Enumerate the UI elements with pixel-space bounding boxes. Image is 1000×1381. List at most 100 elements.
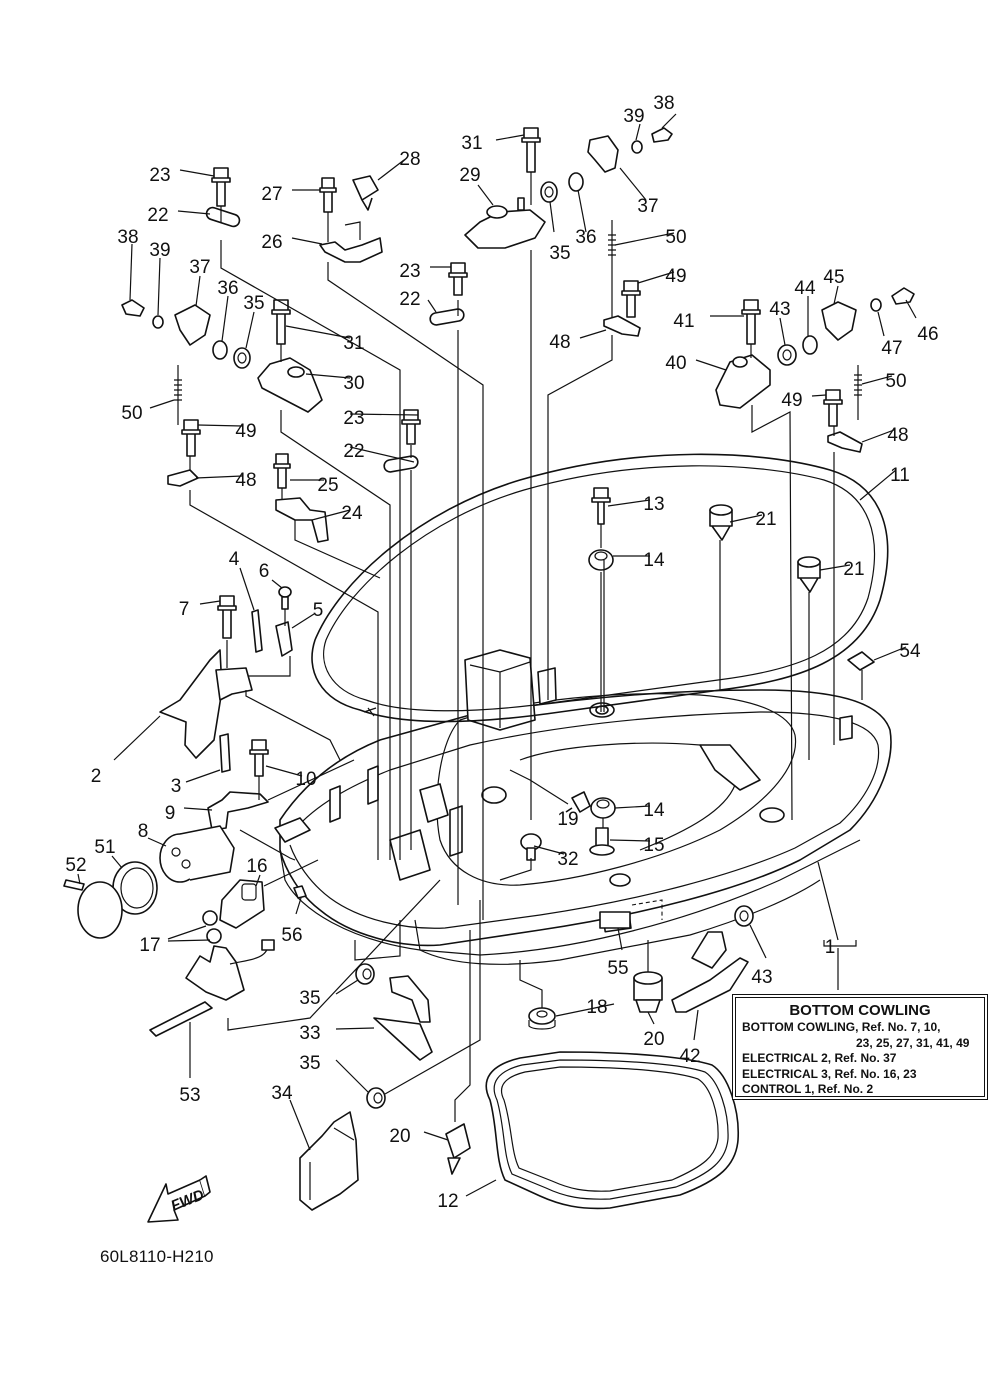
- callout-ref-20: 20: [389, 1126, 410, 1147]
- callout-ref-32: 32: [557, 849, 578, 870]
- callout-ref-39: 39: [149, 240, 170, 261]
- spring-50-c: [854, 365, 862, 420]
- callout-ref-26: 26: [261, 232, 282, 253]
- spring-50-b: [174, 365, 182, 425]
- clip-28: [352, 175, 379, 211]
- callout-ref-23: 23: [399, 261, 420, 282]
- bolt-23-a: [211, 167, 231, 207]
- grommet-35-a: [540, 181, 558, 203]
- callout-ref-21: 21: [843, 559, 864, 580]
- callout-ref-36: 36: [575, 227, 596, 248]
- callout-ref-48: 48: [235, 470, 256, 491]
- callout-ref-43: 43: [751, 967, 772, 988]
- collar-15: [589, 827, 615, 856]
- callout-ref-35: 35: [549, 243, 570, 264]
- washer-47: [870, 298, 882, 312]
- handle-2: [159, 649, 253, 759]
- bolt-23-b: [448, 262, 468, 296]
- plate-48-c: [827, 431, 863, 453]
- seal-part-12: [485, 1051, 739, 1210]
- plate-48-a: [603, 315, 641, 337]
- callout-ref-50: 50: [885, 371, 906, 392]
- callout-ref-9: 9: [165, 803, 176, 824]
- spring-50-a: [608, 220, 616, 280]
- screw-38-a: [651, 127, 673, 143]
- collar-36-b: [212, 340, 228, 360]
- callout-ref-8: 8: [138, 821, 149, 842]
- holder-53: [149, 939, 275, 1037]
- plate-22-b: [429, 308, 465, 326]
- lever-45: [821, 301, 857, 341]
- callout-ref-47: 47: [881, 338, 902, 359]
- callout-ref-7: 7: [179, 599, 190, 620]
- band-52: [63, 879, 123, 939]
- callout-ref-30: 30: [343, 373, 364, 394]
- callout-ref-35: 35: [299, 1053, 320, 1074]
- callout-ref-24: 24: [341, 503, 363, 524]
- callout-ref-15: 15: [643, 835, 664, 856]
- callout-ref-5: 5: [313, 600, 324, 621]
- strip-4: [251, 609, 263, 653]
- callout-ref-29: 29: [459, 165, 480, 186]
- bolt-13: [591, 487, 611, 525]
- strip-3: [219, 733, 231, 773]
- bolt-49-b: [181, 419, 201, 457]
- callout-ref-22: 22: [147, 205, 168, 226]
- callout-ref-37: 37: [637, 196, 658, 217]
- callout-ref-36: 36: [217, 278, 238, 299]
- bolt-41: [741, 299, 761, 345]
- assembly-guide-lines: [189, 172, 863, 1122]
- plate-22-a: [205, 206, 241, 228]
- callout-ref-49: 49: [235, 421, 256, 442]
- callout-ref-44: 44: [794, 278, 816, 299]
- callout-ref-35: 35: [299, 988, 320, 1009]
- callout-ref-45: 45: [823, 267, 844, 288]
- bottom-cowling-part-1: [274, 649, 892, 965]
- callout-ref-50: 50: [121, 403, 142, 424]
- screw-38-b: [121, 299, 145, 317]
- callout-ref-28: 28: [399, 149, 420, 170]
- callout-ref-31: 31: [343, 333, 364, 354]
- holder-30: [257, 357, 323, 413]
- bolt-27: [319, 177, 337, 213]
- callout-ref-49: 49: [665, 266, 686, 287]
- callout-ref-21: 21: [755, 509, 776, 530]
- callout-ref-1: 1: [825, 937, 836, 958]
- lever-33: [373, 975, 433, 1061]
- callout-ref-13: 13: [643, 494, 664, 515]
- callout-ref-55: 55: [607, 958, 628, 979]
- grommet-21-a: [709, 504, 733, 541]
- legend-line: ELECTRICAL 2, Ref. No. 37: [742, 1051, 897, 1065]
- grommet-20-a: [633, 971, 663, 1013]
- bolt-10: [249, 739, 269, 777]
- callout-ref-43: 43: [769, 299, 790, 320]
- plate-22-c: [383, 455, 419, 473]
- plate-48-b: [167, 469, 199, 487]
- callout-ref-31: 31: [461, 133, 482, 154]
- bolt-7: [217, 595, 237, 639]
- bolt-49-a: [621, 280, 641, 318]
- grommet-43-a: [777, 344, 797, 366]
- callout-ref-49: 49: [781, 390, 802, 411]
- label-55: [599, 911, 631, 929]
- callout-ref-12: 12: [437, 1191, 458, 1212]
- callout-ref-18: 18: [586, 997, 607, 1018]
- callout-ref-34: 34: [271, 1083, 293, 1104]
- lever-37-b: [174, 304, 211, 346]
- legend-inner: BOTTOM COWLING BOTTOM COWLING, Ref. No. …: [735, 997, 985, 1097]
- boot-16: [219, 879, 265, 929]
- callout-ref-50: 50: [665, 227, 686, 248]
- grommet-18: [528, 1007, 556, 1030]
- callout-ref-42: 42: [679, 1046, 700, 1067]
- callout-ref-25: 25: [317, 475, 338, 496]
- legend-title: BOTTOM COWLING: [789, 1002, 931, 1019]
- connector-8: [159, 825, 235, 883]
- callout-ref-17: 17: [139, 935, 160, 956]
- callout-ref-16: 16: [246, 856, 267, 877]
- callout-ref-48: 48: [549, 332, 570, 353]
- callout-ref-39: 39: [623, 106, 644, 127]
- callout-ref-23: 23: [343, 408, 364, 429]
- bolt-31-b: [271, 299, 291, 345]
